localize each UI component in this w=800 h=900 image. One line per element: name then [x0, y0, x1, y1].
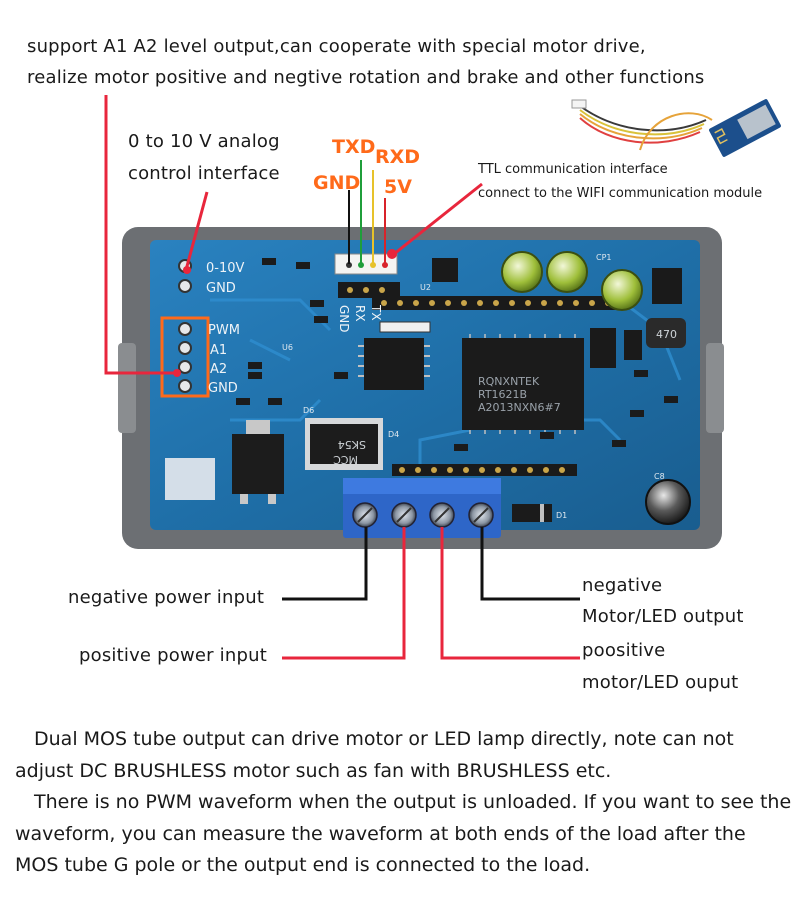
label-negative-output-line2: Motor/LED output — [582, 606, 744, 627]
silk-d4: D4 — [388, 430, 399, 439]
silk-d6: D6 — [303, 406, 314, 415]
top-annotation-line2: realize motor positive and negtive rotat… — [27, 67, 705, 88]
diode-label: SK54 — [338, 438, 366, 451]
label-negative-output-line1: negative — [582, 575, 663, 596]
label-negative-power-input: negative power input — [68, 587, 265, 608]
a1-a2-pointer — [104, 95, 177, 375]
silk-u6: U6 — [282, 343, 293, 352]
note-paragraph-2: There is no PWM waveform when the output… — [15, 791, 792, 876]
silk-cp1: CP1 — [596, 253, 612, 262]
analog-annotation-line2: control interface — [128, 163, 280, 184]
silk-a1: A1 — [210, 343, 227, 358]
chip-text-1: RQNXNTEK — [478, 375, 540, 388]
silk-c8: C8 — [654, 472, 665, 481]
silk-0-10v: 0-10V — [206, 261, 245, 276]
silk-a2: A2 — [210, 362, 227, 377]
top-annotation-line1: support A1 A2 level output,can cooperate… — [27, 36, 646, 57]
capacitor — [501, 251, 543, 293]
label-positive-output-line1: poositive — [582, 640, 666, 661]
silk-tx: TX — [369, 304, 383, 321]
silk-u2: U2 — [420, 283, 431, 292]
highlight-box — [160, 316, 210, 398]
neg-power-pointer — [282, 527, 368, 601]
ttl-annotation-line2: connect to the WIFI communication module — [478, 186, 763, 201]
top-pin-row — [372, 296, 617, 310]
capacitor — [546, 251, 588, 293]
pcb-board — [150, 240, 700, 530]
neg-output-pointer — [480, 527, 580, 601]
chip-text-2: RT1621B — [478, 388, 527, 401]
pos-power-pointer — [282, 527, 406, 660]
main-chip — [462, 338, 584, 430]
label-positive-output-line2: motor/LED ouput — [582, 672, 739, 693]
silk-pwm: PWM — [208, 323, 240, 338]
ttl-annotation-line1: TTL communication interface — [478, 162, 668, 177]
mosfet — [232, 434, 284, 494]
wifi-module-illustration — [571, 99, 781, 157]
silk-gnd-vert: GND — [337, 305, 351, 333]
diode-d1 — [512, 504, 552, 522]
pos-output-pointer — [440, 527, 580, 660]
silk-gnd-side: GND — [208, 381, 238, 396]
silk-d1: D1 — [556, 511, 567, 520]
diode-brand-label: MCC — [333, 453, 358, 466]
pwm-a1-a2-header — [160, 316, 210, 398]
pin-label-txd: TXD — [332, 136, 376, 158]
analog-pointer — [184, 191, 209, 271]
pin-label-gnd: GND — [313, 172, 361, 194]
bottom-pin-row — [392, 464, 577, 476]
terminal-block — [343, 478, 501, 538]
pointer-lines — [104, 95, 483, 375]
analog-annotation-line1: 0 to 10 V analog — [128, 131, 280, 152]
label-positive-power-input: positive power input — [79, 645, 267, 666]
chip-text-3: A2013NXN6#7 — [478, 401, 561, 414]
silk-rx: RX — [353, 305, 367, 322]
pin-label-rxd: RXD — [375, 146, 421, 168]
inductor — [646, 318, 686, 348]
silk-gnd-top: GND — [206, 281, 236, 296]
note-paragraph-1: Dual MOS tube output can drive motor or … — [15, 728, 734, 782]
capacitor — [601, 269, 643, 311]
pin-label-5v: 5V — [384, 176, 412, 198]
ic-small — [364, 338, 424, 390]
inductor-label: 470 — [656, 328, 677, 341]
board-illustration: RQNXNTEK RT1621B A2013NXN6#7 470 SK54 MC… — [104, 95, 781, 660]
capacitor-c8 — [645, 479, 691, 525]
ttl-pointer — [393, 182, 483, 256]
